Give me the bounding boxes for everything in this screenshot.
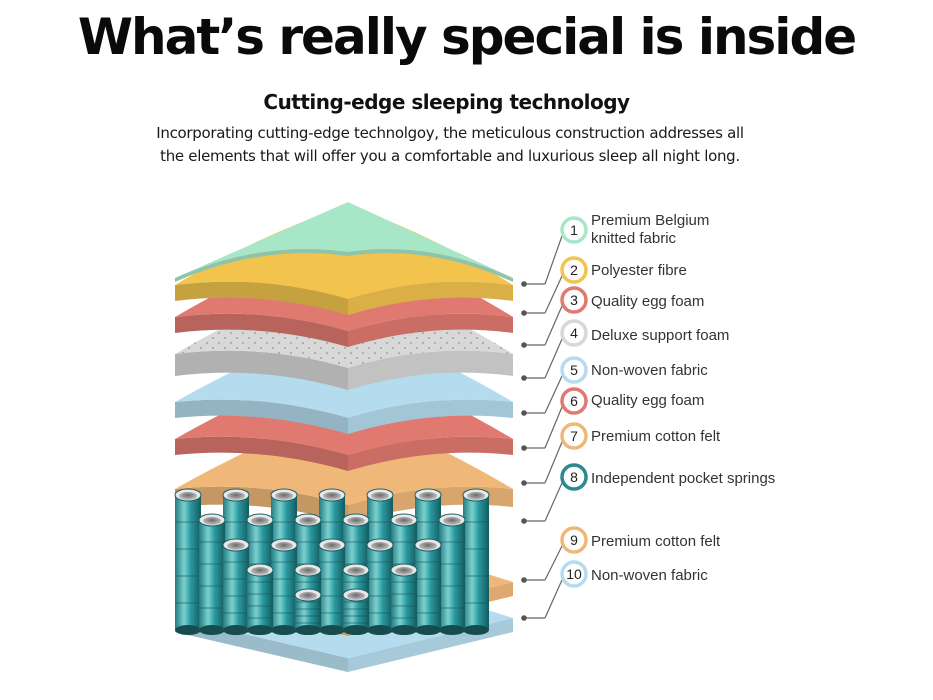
connector-1 xyxy=(521,235,563,287)
connector-8 xyxy=(521,482,563,524)
badge-number: 9 xyxy=(570,532,578,548)
connector-10 xyxy=(521,579,563,621)
connector-7 xyxy=(521,441,563,486)
number-badges: 1 2 3 4 5 6 7 8 9 10 xyxy=(560,216,588,588)
badge-4: 4 xyxy=(560,319,588,347)
badge-8: 8 xyxy=(560,463,588,491)
badge-number: 4 xyxy=(570,325,578,341)
layer-label-5: Non-woven fabric xyxy=(591,362,708,379)
badge-number: 7 xyxy=(570,428,578,444)
connector-6 xyxy=(521,406,563,451)
badge-10: 10 xyxy=(560,560,588,588)
layer-label-8: Independent pocket springs xyxy=(591,470,776,487)
badge-9: 9 xyxy=(560,526,588,554)
layer-label-6: Quality egg foam xyxy=(591,392,705,409)
layer-label-1: Premium Belgium knitted fabric xyxy=(591,212,710,247)
pocket-spring xyxy=(318,538,346,635)
badge-number: 8 xyxy=(570,469,578,485)
pocket-spring xyxy=(366,538,394,635)
layer-1 xyxy=(175,202,513,282)
badge-2: 2 xyxy=(560,256,588,284)
connector-5 xyxy=(521,375,563,416)
badge-number: 6 xyxy=(570,393,578,409)
subtitle: Cutting-edge sleeping technology xyxy=(263,90,630,114)
layer-label-4: Deluxe support foam xyxy=(591,327,730,344)
connector-2 xyxy=(521,275,563,316)
layer-label-7: Premium cotton felt xyxy=(591,428,721,445)
badge-6: 6 xyxy=(560,387,588,415)
pocket-spring xyxy=(198,513,226,635)
pocket-springs xyxy=(174,488,490,635)
layer-label-3: Quality egg foam xyxy=(591,293,705,310)
badge-number: 3 xyxy=(570,292,578,308)
layer-label-10: Non-woven fabric xyxy=(591,567,708,584)
badge-number: 5 xyxy=(570,362,578,378)
description: Incorporating cutting-edge technolgoy, t… xyxy=(156,124,744,165)
connector-9 xyxy=(521,545,563,583)
badge-3: 3 xyxy=(560,286,588,314)
layer-label-9: Premium cotton felt xyxy=(591,533,721,550)
pocket-spring xyxy=(294,588,322,635)
pocket-spring xyxy=(222,538,250,635)
pocket-spring xyxy=(342,588,370,635)
page-title: What’s really special is inside xyxy=(77,8,857,66)
pocket-spring xyxy=(270,538,298,635)
pocket-spring xyxy=(174,488,202,635)
connector-lines xyxy=(521,235,563,621)
connector-4 xyxy=(521,338,563,381)
badge-number: 2 xyxy=(570,262,578,278)
badge-number: 1 xyxy=(570,222,578,238)
badge-1: 1 xyxy=(560,216,588,244)
pocket-spring xyxy=(246,563,274,635)
badge-number: 10 xyxy=(566,566,582,582)
pocket-spring xyxy=(438,513,466,635)
badge-7: 7 xyxy=(560,422,588,450)
connector-3 xyxy=(521,305,563,348)
badge-5: 5 xyxy=(560,356,588,384)
pocket-spring xyxy=(390,563,418,635)
pocket-spring xyxy=(462,488,490,635)
layer-label-2: Polyester fibre xyxy=(591,262,687,279)
pocket-spring xyxy=(414,538,442,635)
